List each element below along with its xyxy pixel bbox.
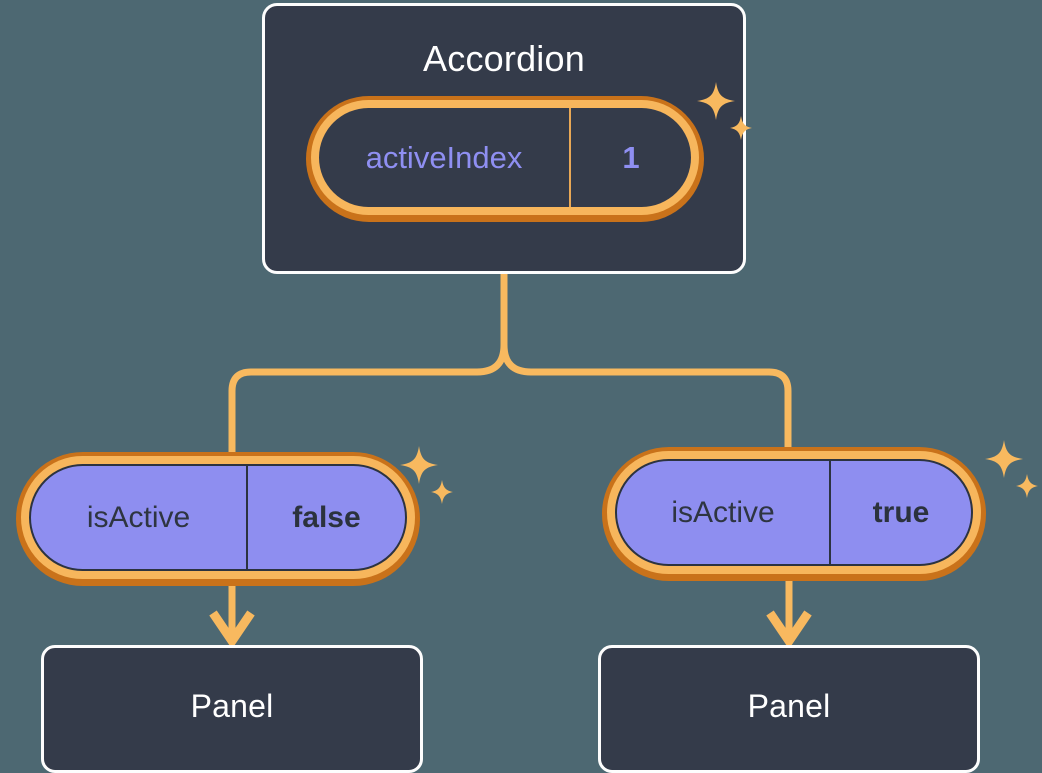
prop-pill-isactive-true[interactable]: isActive true	[602, 447, 986, 581]
connector-branch-left	[228, 341, 508, 456]
sparkle-icon-right	[985, 440, 1038, 498]
prop-pill-activeindex[interactable]: activeIndex 1	[306, 96, 704, 222]
prop-value-label: 1	[569, 108, 691, 207]
connector-branch-right	[500, 341, 792, 451]
prop-value-label: true	[829, 461, 971, 564]
pill-body: isActive false	[29, 464, 407, 571]
panel-component-card-left[interactable]: Panel	[41, 645, 423, 773]
prop-key-label: isActive	[671, 495, 775, 529]
accordion-title: Accordion	[423, 38, 585, 79]
pill-body: activeIndex 1	[319, 108, 691, 207]
arrow-down-icon-left-head	[209, 610, 255, 650]
prop-key-label: activeIndex	[365, 139, 523, 175]
arrow-down-icon-right-head	[766, 610, 812, 650]
panel-title-right: Panel	[747, 688, 831, 724]
panel-component-card-right[interactable]: Panel	[598, 645, 980, 773]
panel-title-left: Panel	[190, 688, 274, 724]
pill-body: isActive true	[615, 459, 973, 566]
prop-key-label: isActive	[86, 500, 191, 534]
prop-value-label: false	[246, 466, 405, 569]
prop-pill-isactive-false[interactable]: isActive false	[16, 452, 420, 586]
